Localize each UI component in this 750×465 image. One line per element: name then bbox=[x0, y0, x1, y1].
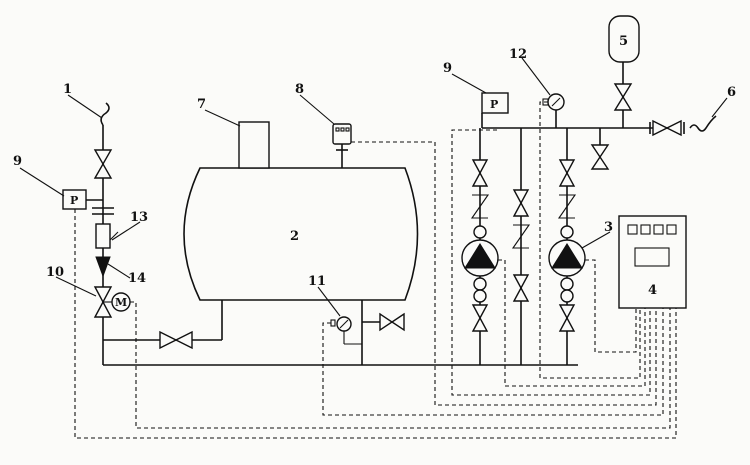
pressure-switch-right-symbol: P bbox=[490, 98, 498, 111]
label-12: 12 bbox=[509, 47, 527, 62]
tank-outlet-valve bbox=[159, 330, 193, 350]
label-9-right: 9 bbox=[443, 61, 452, 76]
label-13: 13 bbox=[130, 210, 148, 225]
label-9-left: 9 bbox=[13, 154, 22, 169]
label-10: 10 bbox=[46, 265, 64, 280]
motor-symbol: M bbox=[115, 296, 127, 309]
level-sensor bbox=[332, 123, 352, 145]
control-cabinet bbox=[618, 215, 687, 309]
water-outlet-symbol bbox=[689, 115, 717, 132]
label-14: 14 bbox=[128, 271, 146, 286]
drain-valve bbox=[379, 312, 405, 332]
motorized-valve: M bbox=[93, 286, 131, 318]
leader-lines bbox=[19, 57, 728, 317]
outlet-valve bbox=[652, 119, 682, 137]
check-valve bbox=[95, 256, 111, 278]
pressure-tank bbox=[183, 121, 419, 301]
pressure-gauge-11 bbox=[330, 316, 362, 345]
inlet-valve-top bbox=[93, 149, 113, 179]
pressure-switch-right bbox=[481, 92, 509, 114]
strainer bbox=[95, 223, 119, 249]
control-wiring bbox=[74, 101, 677, 439]
pump-column-c bbox=[548, 128, 586, 365]
label-2: 2 bbox=[290, 229, 299, 244]
water-inlet-symbol bbox=[100, 102, 110, 126]
label-6: 6 bbox=[727, 85, 736, 100]
pump-column-a bbox=[461, 128, 499, 365]
bypass-column-b bbox=[511, 128, 531, 365]
label-5: 5 bbox=[619, 34, 628, 49]
label-4: 4 bbox=[648, 283, 657, 298]
label-7: 7 bbox=[197, 97, 206, 112]
pressure-switch-left-symbol: P bbox=[70, 194, 78, 207]
label-11: 11 bbox=[308, 274, 326, 289]
pressure-gauge-12 bbox=[542, 93, 565, 128]
tank-inlet-fitting bbox=[238, 121, 270, 169]
expansion-tank bbox=[608, 15, 640, 128]
label-3: 3 bbox=[604, 220, 613, 235]
label-1: 1 bbox=[63, 82, 72, 97]
header-drain-valve bbox=[590, 144, 610, 170]
label-8: 8 bbox=[295, 82, 304, 97]
